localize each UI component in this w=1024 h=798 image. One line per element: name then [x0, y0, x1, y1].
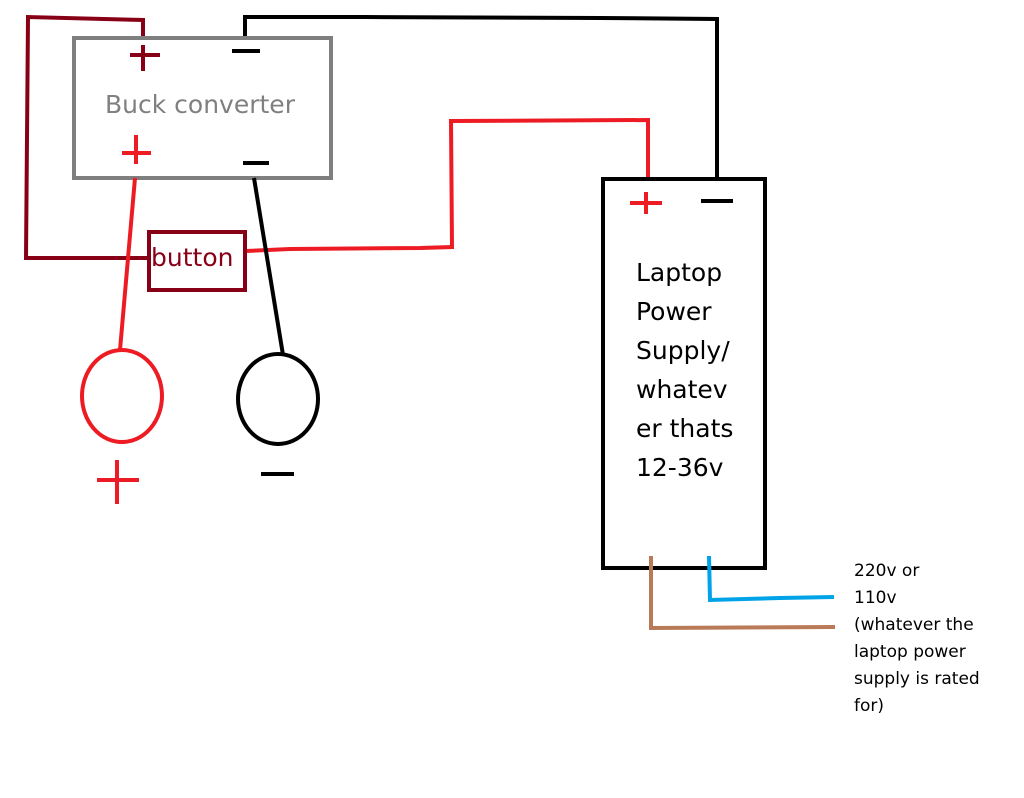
- button-label: button: [151, 243, 233, 272]
- buck-input-plus-symbol: [130, 45, 160, 71]
- psu-label-line: Laptop: [636, 258, 722, 287]
- mains-note-line: 110v: [854, 588, 897, 608]
- wire-black-buck-output-to-negative-terminal: [252, 177, 285, 356]
- mains-note-line: 220v or: [854, 561, 919, 581]
- wire-red-button-to-psu-plus: [245, 117, 650, 253]
- psu-label-line: whatev: [636, 375, 728, 404]
- mains-voltage-note: 220v or 110v (whatever the laptop power …: [854, 561, 980, 716]
- psu-label-line: Supply/: [636, 336, 730, 365]
- buck-converter-label: Buck converter: [105, 90, 296, 119]
- psu-plus-symbol: [630, 192, 662, 214]
- negative-output-terminal: [236, 352, 320, 446]
- wire-red-buck-output-to-positive-terminal: [118, 177, 137, 351]
- mains-note-line: (whatever the: [854, 615, 974, 635]
- mains-note-line: supply is rated: [854, 669, 980, 689]
- wire-blue-mains: [707, 555, 835, 603]
- positive-output-terminal: [80, 348, 164, 444]
- mains-note-line: laptop power: [854, 642, 966, 662]
- laptop-power-supply-box: [601, 177, 767, 570]
- psu-label-line: er thats: [636, 414, 733, 443]
- buck-converter-box: [72, 36, 333, 180]
- wire-black-buck-input-minus-to-psu-minus: [243, 15, 719, 178]
- psu-label: Laptop Power Supply/ whatev er thats 12-…: [636, 258, 733, 482]
- mains-note-line: for): [854, 696, 884, 716]
- positive-terminal-plus-symbol: [97, 460, 139, 504]
- psu-label-line: 12-36v: [636, 453, 724, 482]
- wire-brown-mains: [649, 556, 836, 631]
- button-box: [147, 230, 247, 292]
- psu-label-line: Power: [636, 297, 712, 326]
- buck-output-plus-symbol: [122, 135, 151, 164]
- wire-dark-red-buck-input-to-button: [23, 14, 148, 260]
